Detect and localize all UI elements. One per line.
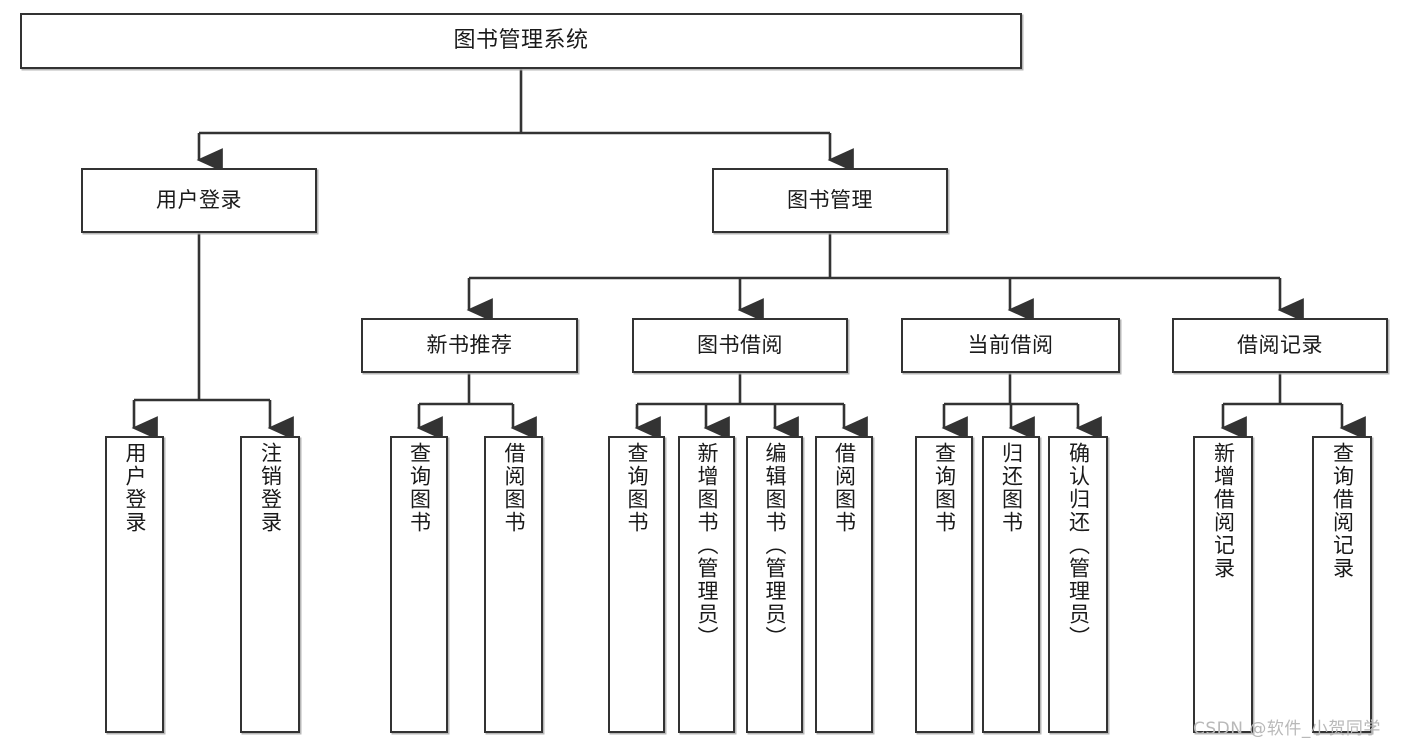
node-label: 编辑图书（管理员） — [763, 442, 787, 649]
node-label: 新增图书（管理员） — [695, 442, 719, 649]
node-level2-2[interactable]: 当前借阅 — [901, 318, 1120, 373]
csdn-watermark: CSDN @软件_小贺同学 — [1193, 719, 1381, 739]
node-leaf-9[interactable]: 归还图书 — [982, 436, 1040, 733]
node-label: 图书管理 — [787, 188, 873, 213]
node-leaf-8[interactable]: 查询图书 — [915, 436, 973, 733]
node-leaf-6[interactable]: 编辑图书（管理员） — [746, 436, 803, 733]
node-label: 当前借阅 — [967, 333, 1054, 358]
node-level1-0[interactable]: 用户登录 — [81, 168, 317, 233]
node-label: 用户登录 — [156, 188, 242, 213]
node-label: 查询图书 — [932, 442, 957, 534]
node-root[interactable]: 图书管理系统 — [20, 13, 1022, 69]
node-leaf-10[interactable]: 确认归还（管理员） — [1048, 436, 1108, 733]
node-label: 归还图书 — [999, 442, 1024, 534]
node-leaf-3[interactable]: 借阅图书 — [484, 436, 543, 733]
node-label: 用户登录 — [123, 442, 147, 534]
node-label: 查询图书 — [407, 442, 432, 534]
node-leaf-1[interactable]: 注销登录 — [240, 436, 300, 733]
node-leaf-2[interactable]: 查询图书 — [390, 436, 448, 733]
node-leaf-5[interactable]: 新增图书（管理员） — [678, 436, 735, 733]
node-label: 新书推荐 — [426, 333, 513, 358]
node-leaf-0[interactable]: 用户登录 — [105, 436, 164, 733]
node-label: 查询图书 — [625, 442, 649, 534]
node-level1-1[interactable]: 图书管理 — [712, 168, 948, 233]
node-leaf-7[interactable]: 借阅图书 — [815, 436, 873, 733]
node-level2-0[interactable]: 新书推荐 — [361, 318, 578, 373]
node-label: 图书管理系统 — [453, 28, 589, 54]
node-label: 借阅记录 — [1237, 333, 1323, 358]
node-level2-3[interactable]: 借阅记录 — [1172, 318, 1388, 373]
node-label: 查询借阅记录 — [1330, 442, 1355, 580]
node-label: 借阅图书 — [832, 442, 857, 534]
node-level2-1[interactable]: 图书借阅 — [632, 318, 848, 373]
node-leaf-11[interactable]: 新增借阅记录 — [1193, 436, 1253, 733]
node-label: 新增借阅记录 — [1211, 442, 1236, 580]
node-leaf-12[interactable]: 查询借阅记录 — [1312, 436, 1372, 733]
node-label: 借阅图书 — [502, 442, 526, 534]
node-label: 注销登录 — [258, 442, 283, 534]
node-label: 确认归还（管理员） — [1066, 442, 1091, 649]
node-label: 图书借阅 — [697, 333, 783, 358]
node-leaf-4[interactable]: 查询图书 — [608, 436, 665, 733]
